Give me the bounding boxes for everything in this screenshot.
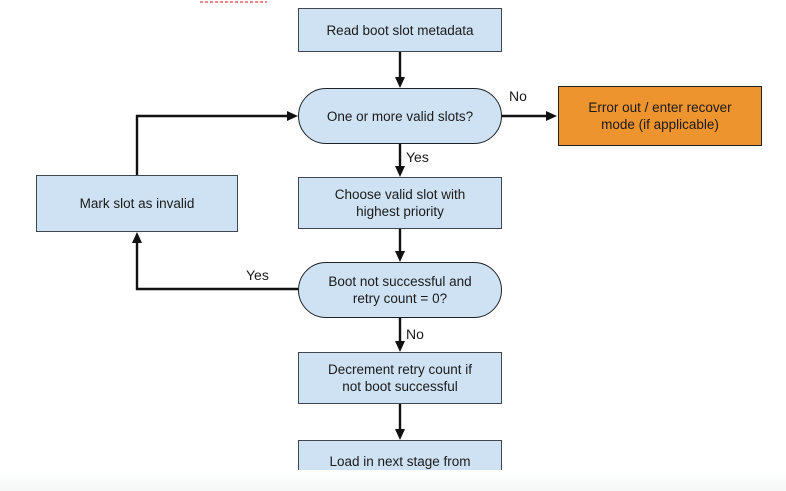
connector-mark-invalid-to-valid-slots (135, 114, 288, 175)
node-decision-boot-not-successful: Boot not successful and retry count = 0? (298, 262, 502, 318)
arrowhead-down-load (395, 429, 405, 440)
arrowhead-down-boot-check (395, 251, 405, 262)
node-choose-valid-slot: Choose valid slot with highest priority (298, 177, 502, 229)
arrowhead-down-choose (395, 166, 405, 177)
node-decision-valid-slots: One or more valid slots? (298, 88, 502, 144)
node-load-next-stage: Load in next stage from active slot and … (298, 440, 502, 491)
arrowhead-right-error (546, 111, 557, 121)
node-error-recover-mode: Error out / enter recover mode (if appli… (558, 86, 762, 146)
arrowhead-down-decrement (395, 341, 405, 352)
edge-label-no-boot-check: No (406, 326, 424, 342)
node-read-boot-slot-metadata: Read boot slot metadata (298, 8, 502, 52)
edge-label-yes-boot-check: Yes (246, 267, 269, 283)
spellcheck-underline-artifact (200, 1, 267, 3)
node-label: Error out / enter recover mode (if appli… (588, 100, 732, 132)
node-decrement-retry-count: Decrement retry count if not boot succes… (298, 352, 502, 404)
arrowhead-right-valid-slots (287, 111, 298, 121)
edge-label-yes-valid-slots: Yes (406, 149, 429, 165)
node-mark-slot-invalid: Mark slot as invalid (36, 175, 238, 232)
node-label: Decrement retry count if not boot succes… (327, 362, 473, 394)
arrowhead-down-valid-slots (395, 77, 405, 88)
node-label: Choose valid slot with highest priority (334, 187, 466, 219)
node-label: Read boot slot metadata (326, 22, 474, 38)
node-label: One or more valid slots? (326, 108, 474, 124)
connector-boot-check-to-mark-invalid (135, 243, 298, 291)
arrowhead-up-mark-invalid (132, 232, 142, 243)
node-label: Boot not successful and retry count = 0? (328, 274, 472, 306)
node-label: Load in next stage from active slot and … (329, 454, 471, 486)
node-label: Mark slot as invalid (79, 196, 195, 211)
edge-label-no-valid-slots: No (509, 88, 527, 104)
